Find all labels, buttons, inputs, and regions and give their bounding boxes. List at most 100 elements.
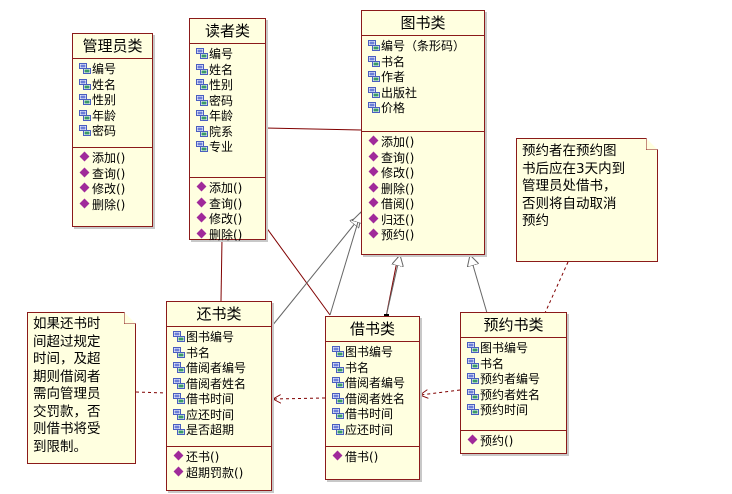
operation-label: 添加() (209, 181, 243, 195)
attribute-label: 编号 (92, 62, 117, 76)
attribute-label: 编号 (209, 47, 234, 61)
operation-icon (368, 228, 379, 239)
operation-row[interactable]: 借书() (332, 450, 419, 466)
operation-label: 修改() (209, 212, 243, 226)
operation-list: 预约() (461, 431, 566, 450)
attribute-label: 姓名 (92, 77, 117, 92)
operation-row[interactable]: 查询() (368, 151, 484, 167)
attribute-row[interactable]: 密码 (79, 124, 152, 140)
attribute-label: 书名 (186, 345, 211, 360)
attribute-icon (196, 63, 208, 75)
operation-row[interactable]: 添加() (368, 135, 484, 151)
attribute-row[interactable]: 密码 (196, 94, 265, 110)
operation-label: 预约() (480, 434, 514, 448)
attribute-row[interactable]: 书名 (368, 55, 484, 71)
attribute-row[interactable]: 姓名 (196, 63, 265, 79)
operation-icon (368, 166, 379, 177)
attribute-row[interactable]: 书名 (332, 361, 419, 377)
operation-label: 修改() (92, 182, 126, 196)
attribute-row[interactable]: 应还时间 (173, 408, 271, 424)
attribute-row[interactable]: 编号（条形码） (368, 39, 484, 55)
return-class[interactable]: 还书类 图书编号书名借阅者编号借阅者姓名借书时间应还时间是否超期 还书()超期罚… (166, 301, 272, 491)
attribute-row[interactable]: 图书编号 (467, 341, 566, 357)
attribute-row[interactable]: 性别 (79, 93, 152, 109)
book-class[interactable]: 图书类 编号（条形码）书名作者出版社价格 添加()查询()修改()删除()借阅(… (361, 10, 485, 255)
attribute-label: 性别 (92, 93, 117, 107)
note-fold-icon (124, 312, 136, 324)
attribute-label: 编号（条形码） (381, 39, 466, 53)
operation-row[interactable]: 归还() (368, 213, 484, 229)
attribute-row[interactable]: 借阅者姓名 (173, 377, 271, 393)
operation-icon (173, 450, 184, 461)
attribute-icon (173, 331, 185, 342)
attribute-row[interactable]: 应还时间 (332, 423, 419, 439)
attribute-list: 图书编号书名预约者编号预约者姓名预约时间 (461, 338, 566, 431)
note-line: 书后应在3天内到 (522, 160, 626, 177)
attribute-icon (467, 388, 479, 400)
attribute-row[interactable]: 年龄 (79, 109, 152, 125)
attribute-row[interactable]: 性别 (196, 78, 265, 94)
attribute-row[interactable]: 预约时间 (467, 403, 566, 419)
reserve-note[interactable]: 预约者在预约图书后应在3天内到管理员处借书，否则将自动取消预约 (516, 138, 658, 262)
attribute-row[interactable]: 图书编号 (173, 330, 271, 346)
operation-list: 还书()超期罚款() (167, 447, 271, 481)
borrow-class[interactable]: 借书类 图书编号书名借阅者编号借阅者姓名借书时间应还时间 借书() (325, 316, 420, 480)
operation-icon (467, 434, 478, 445)
operation-row[interactable]: 删除() (368, 182, 484, 198)
attribute-row[interactable]: 借阅者姓名 (332, 392, 419, 408)
attribute-row[interactable]: 预约者姓名 (467, 388, 566, 404)
attribute-row[interactable]: 院系 (196, 125, 265, 141)
attribute-icon (332, 377, 344, 388)
operation-label: 删除() (209, 227, 243, 242)
attribute-row[interactable]: 姓名 (79, 78, 152, 94)
attribute-row[interactable]: 编号 (79, 62, 152, 78)
attribute-label: 密码 (92, 124, 117, 138)
attribute-row[interactable]: 价格 (368, 101, 484, 117)
attribute-row[interactable]: 作者 (368, 70, 484, 86)
operation-row[interactable]: 删除() (196, 228, 265, 244)
attribute-label: 价格 (381, 101, 406, 115)
attribute-row[interactable]: 借书时间 (332, 407, 419, 423)
operation-label: 超期罚款() (186, 465, 244, 480)
operation-label: 预约() (381, 228, 415, 242)
admin-class[interactable]: 管理员类 编号姓名性别年龄密码 添加()查询()修改()删除() (72, 33, 153, 227)
operation-row[interactable]: 预约() (467, 434, 566, 450)
attribute-row[interactable]: 图书编号 (332, 345, 419, 361)
operation-row[interactable]: 还书() (173, 450, 271, 466)
operation-icon (196, 212, 207, 223)
attribute-row[interactable]: 书名 (173, 346, 271, 362)
attribute-row[interactable]: 书名 (467, 357, 566, 373)
operation-row[interactable]: 添加() (79, 151, 152, 167)
operation-row[interactable]: 超期罚款() (173, 466, 271, 482)
attribute-list: 编号（条形码） 书名作者出版社价格 (362, 36, 484, 132)
operation-row[interactable]: 修改() (196, 212, 265, 228)
attribute-row[interactable]: 年龄 (196, 109, 265, 125)
attribute-row[interactable]: 出版社 (368, 86, 484, 102)
operation-row[interactable]: 删除() (79, 198, 152, 214)
attribute-row[interactable]: 专业 (196, 140, 265, 156)
operation-icon (332, 450, 343, 461)
attribute-row[interactable]: 预约者编号 (467, 372, 566, 388)
return-note[interactable]: 如果还书时间超过规定时间，及超期则借阅者需向管理员交罚款，否则借书将受到限制。 (27, 312, 136, 464)
operation-row[interactable]: 查询() (79, 167, 152, 183)
attribute-row[interactable]: 借书时间 (173, 392, 271, 408)
attribute-row[interactable]: 编号 (196, 47, 265, 63)
operation-row[interactable]: 添加() (196, 181, 265, 197)
reserve-class[interactable]: 预约书类 图书编号书名预约者编号预约者姓名预约时间 预约() (460, 312, 567, 454)
reader-class[interactable]: 读者类 编号姓名性别密码年龄院系专业 添加()查询()修改()删除() (189, 18, 266, 242)
attribute-label: 图书编号 (345, 345, 394, 359)
attribute-label: 预约者姓名 (480, 387, 541, 402)
attribute-row[interactable]: 是否超期 (173, 423, 271, 439)
operation-row[interactable]: 借阅() (368, 197, 484, 213)
attribute-icon (79, 78, 91, 90)
attribute-row[interactable]: 借阅者编号 (173, 361, 271, 377)
attribute-icon (79, 63, 91, 74)
operation-row[interactable]: 修改() (79, 182, 152, 198)
operation-icon (196, 181, 207, 192)
class-title: 借书类 (326, 317, 419, 342)
attribute-row[interactable]: 借阅者编号 (332, 376, 419, 392)
operation-row[interactable]: 修改() (368, 166, 484, 182)
operation-row[interactable]: 预约() (368, 228, 484, 244)
operation-row[interactable]: 查询() (196, 197, 265, 213)
attribute-list: 编号姓名性别密码年龄院系专业 (190, 44, 265, 178)
